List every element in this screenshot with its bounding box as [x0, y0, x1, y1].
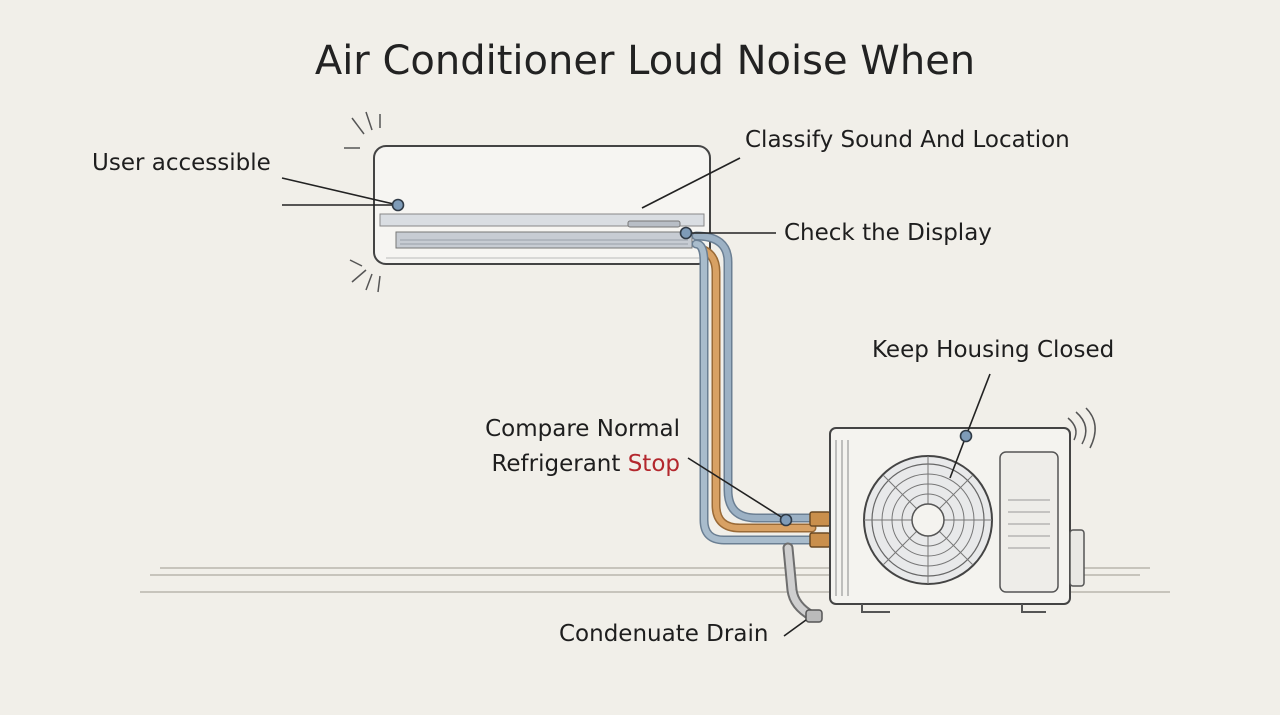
label-classify-sound: Classify Sound And Location: [745, 127, 1070, 153]
marker-dots: [391, 198, 973, 527]
marker-check-display: [679, 226, 693, 240]
leader-lines: [281, 157, 991, 637]
diagram-title: Air Conditioner Loud Noise When: [314, 38, 976, 84]
refrigerant-pipes: [691, 231, 817, 545]
label-stop: Stop: [627, 451, 680, 477]
indoor-unit: [373, 145, 711, 265]
label-compare-normal-line2: Refrigerant Stop: [420, 451, 680, 477]
marker-keep-housing: [959, 429, 973, 443]
outdoor-unit: [829, 427, 1085, 613]
label-user-accessible: User accessible: [92, 150, 271, 176]
label-check-display: Check the Display: [784, 220, 992, 246]
label-refrigerant: Refrigerant: [491, 451, 628, 477]
label-keep-housing: Keep Housing Closed: [872, 337, 1115, 363]
marker-user-accessible: [391, 198, 405, 212]
outdoor-noise-marks: [1067, 407, 1096, 449]
label-condensate-drain: Condenuate Drain: [559, 621, 769, 647]
pipe-fittings: [809, 511, 831, 548]
label-compare-normal-line1: Compare Normal: [485, 416, 680, 442]
indoor-noise-marks: [344, 111, 381, 293]
marker-compare-normal: [779, 513, 793, 527]
condensate-drain-pipe: [782, 542, 823, 623]
